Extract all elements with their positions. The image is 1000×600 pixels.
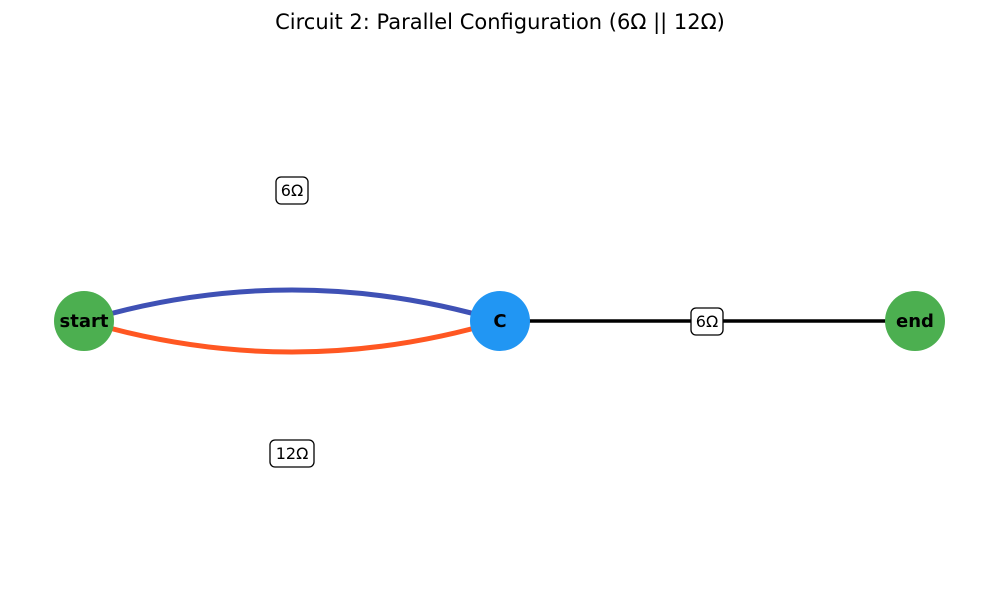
diagram-title: Circuit 2: Parallel Configuration (6Ω ||…: [275, 10, 725, 34]
node-c-label: C: [493, 311, 506, 332]
edge-label-top-branch: 6Ω: [275, 176, 309, 205]
node-end: end: [885, 291, 945, 351]
node-start: start: [54, 291, 114, 351]
node-start-label: start: [60, 311, 109, 332]
edge-bottom-branch: [83, 318, 501, 355]
edge-label-series: 6Ω: [690, 307, 724, 336]
edge-label-top-branch-text: 6Ω: [281, 181, 303, 200]
edge-label-bottom-branch-text: 12Ω: [276, 444, 309, 463]
edge-label-bottom-branch: 12Ω: [269, 439, 315, 468]
node-end-label: end: [896, 311, 934, 332]
edge-label-series-text: 6Ω: [696, 312, 718, 331]
edge-top-branch: [83, 287, 501, 324]
node-c: C: [470, 291, 530, 351]
